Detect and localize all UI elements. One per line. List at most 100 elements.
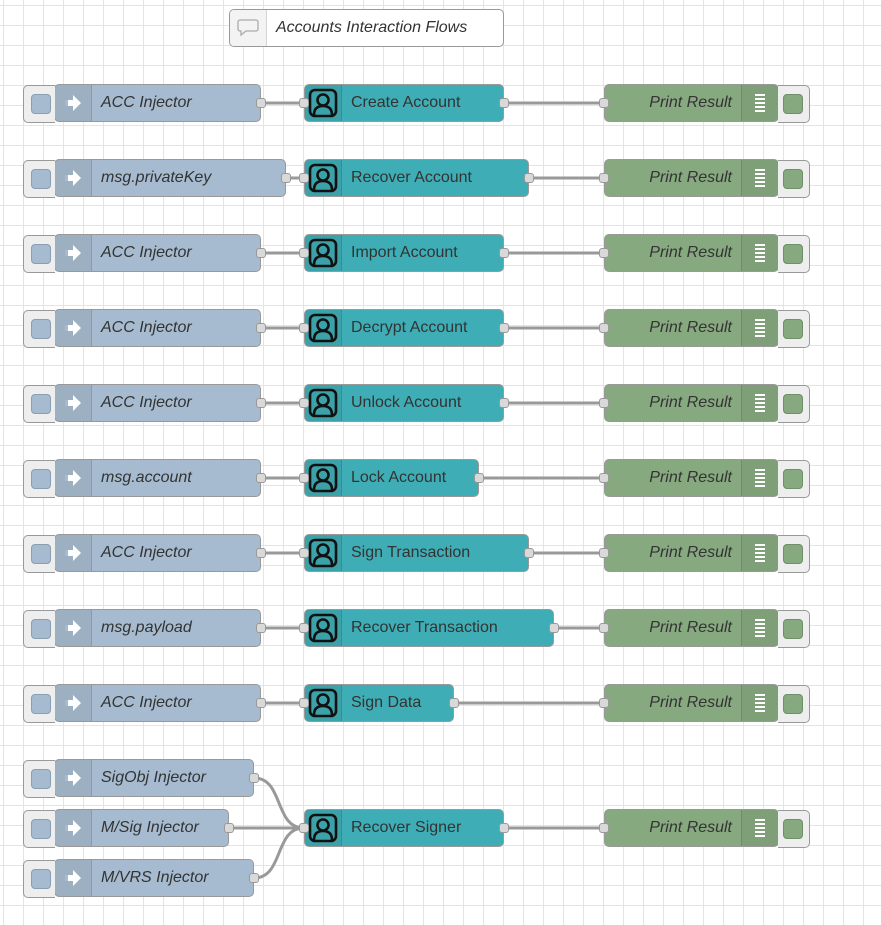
output-port[interactable] bbox=[256, 98, 266, 108]
output-port[interactable] bbox=[256, 548, 266, 558]
debug-node[interactable]: Print Result bbox=[599, 384, 810, 423]
input-port[interactable] bbox=[299, 823, 309, 833]
input-port[interactable] bbox=[299, 98, 309, 108]
output-port[interactable] bbox=[499, 398, 509, 408]
inject-trigger-button[interactable] bbox=[23, 310, 55, 348]
inject-node[interactable]: msg.privateKey bbox=[23, 159, 291, 198]
inject-trigger-button[interactable] bbox=[23, 460, 55, 498]
debug-toggle-button[interactable] bbox=[778, 810, 810, 848]
output-port[interactable] bbox=[524, 173, 534, 183]
debug-toggle-button[interactable] bbox=[778, 535, 810, 573]
output-port[interactable] bbox=[499, 823, 509, 833]
output-port[interactable] bbox=[256, 473, 266, 483]
account-node[interactable]: Lock Account bbox=[299, 459, 484, 497]
output-port[interactable] bbox=[256, 248, 266, 258]
input-port[interactable] bbox=[299, 248, 309, 258]
account-node[interactable]: Recover Signer bbox=[299, 809, 509, 847]
account-node[interactable]: Sign Transaction bbox=[299, 534, 534, 572]
debug-node[interactable]: Print Result bbox=[599, 84, 810, 123]
output-port[interactable] bbox=[249, 873, 259, 883]
inject-trigger-button[interactable] bbox=[23, 85, 55, 123]
input-port[interactable] bbox=[599, 173, 609, 183]
inject-trigger-button[interactable] bbox=[23, 860, 55, 898]
debug-toggle-button[interactable] bbox=[778, 310, 810, 348]
debug-node[interactable]: Print Result bbox=[599, 609, 810, 648]
debug-node[interactable]: Print Result bbox=[599, 159, 810, 198]
inject-node[interactable]: ACC Injector bbox=[23, 309, 266, 348]
inject-node[interactable]: ACC Injector bbox=[23, 384, 266, 423]
account-node[interactable]: Unlock Account bbox=[299, 384, 509, 422]
debug-toggle-button[interactable] bbox=[778, 235, 810, 273]
output-port[interactable] bbox=[474, 473, 484, 483]
inject-trigger-button[interactable] bbox=[23, 535, 55, 573]
account-node[interactable]: Recover Transaction bbox=[299, 609, 559, 647]
inject-trigger-button[interactable] bbox=[23, 235, 55, 273]
inject-trigger-button[interactable] bbox=[23, 810, 55, 848]
output-port[interactable] bbox=[499, 248, 509, 258]
output-port[interactable] bbox=[256, 323, 266, 333]
debug-node[interactable]: Print Result bbox=[599, 459, 810, 498]
input-port[interactable] bbox=[599, 473, 609, 483]
debug-toggle-button[interactable] bbox=[778, 85, 810, 123]
inject-trigger-button[interactable] bbox=[23, 160, 55, 198]
debug-toggle-button[interactable] bbox=[778, 385, 810, 423]
wire[interactable] bbox=[253, 826, 305, 880]
inject-trigger-button[interactable] bbox=[23, 610, 55, 648]
input-port[interactable] bbox=[299, 548, 309, 558]
input-port[interactable] bbox=[599, 398, 609, 408]
debug-node[interactable]: Print Result bbox=[599, 234, 810, 273]
inject-node[interactable]: M/Sig Injector bbox=[23, 809, 234, 848]
debug-node[interactable]: Print Result bbox=[599, 309, 810, 348]
inject-node[interactable]: ACC Injector bbox=[23, 684, 266, 723]
output-port[interactable] bbox=[281, 173, 291, 183]
output-port[interactable] bbox=[256, 698, 266, 708]
output-port[interactable] bbox=[524, 548, 534, 558]
input-port[interactable] bbox=[599, 698, 609, 708]
inject-node[interactable]: SigObj Injector bbox=[23, 759, 259, 798]
output-port[interactable] bbox=[256, 398, 266, 408]
input-port[interactable] bbox=[299, 698, 309, 708]
inject-trigger-button[interactable] bbox=[23, 385, 55, 423]
output-port[interactable] bbox=[499, 98, 509, 108]
input-port[interactable] bbox=[299, 473, 309, 483]
input-port[interactable] bbox=[299, 398, 309, 408]
output-port[interactable] bbox=[249, 773, 259, 783]
debug-toggle-button[interactable] bbox=[778, 460, 810, 498]
input-port[interactable] bbox=[299, 173, 309, 183]
inject-node[interactable]: ACC Injector bbox=[23, 84, 266, 123]
account-node[interactable]: Create Account bbox=[299, 84, 509, 122]
input-port[interactable] bbox=[599, 248, 609, 258]
input-port[interactable] bbox=[599, 623, 609, 633]
output-port[interactable] bbox=[449, 698, 459, 708]
output-port[interactable] bbox=[256, 623, 266, 633]
debug-toggle-button[interactable] bbox=[778, 685, 810, 723]
input-port[interactable] bbox=[299, 623, 309, 633]
inject-trigger-button[interactable] bbox=[23, 760, 55, 798]
inject-node[interactable]: M/VRS Injector bbox=[23, 859, 259, 898]
input-port[interactable] bbox=[599, 323, 609, 333]
input-port[interactable] bbox=[599, 823, 609, 833]
debug-node[interactable]: Print Result bbox=[599, 534, 810, 573]
output-port[interactable] bbox=[499, 323, 509, 333]
output-port[interactable] bbox=[224, 823, 234, 833]
inject-trigger-button[interactable] bbox=[23, 685, 55, 723]
debug-toggle-button[interactable] bbox=[778, 610, 810, 648]
input-port[interactable] bbox=[299, 323, 309, 333]
inject-node[interactable]: ACC Injector bbox=[23, 234, 266, 273]
account-node[interactable]: Recover Account bbox=[299, 159, 534, 197]
input-port[interactable] bbox=[599, 98, 609, 108]
debug-toggle-button[interactable] bbox=[778, 160, 810, 198]
debug-node[interactable]: Print Result bbox=[599, 809, 810, 848]
account-node[interactable]: Import Account bbox=[299, 234, 509, 272]
inject-node[interactable]: msg.payload bbox=[23, 609, 266, 648]
inject-node[interactable]: ACC Injector bbox=[23, 534, 266, 573]
comment-node[interactable]: Accounts Interaction Flows bbox=[229, 9, 504, 47]
account-node[interactable]: Sign Data bbox=[299, 684, 459, 722]
debug-node[interactable]: Print Result bbox=[599, 684, 810, 723]
account-node[interactable]: Decrypt Account bbox=[299, 309, 509, 347]
output-port[interactable] bbox=[549, 623, 559, 633]
inject-node[interactable]: msg.account bbox=[23, 459, 266, 498]
input-port[interactable] bbox=[599, 548, 609, 558]
wire[interactable] bbox=[253, 776, 305, 830]
